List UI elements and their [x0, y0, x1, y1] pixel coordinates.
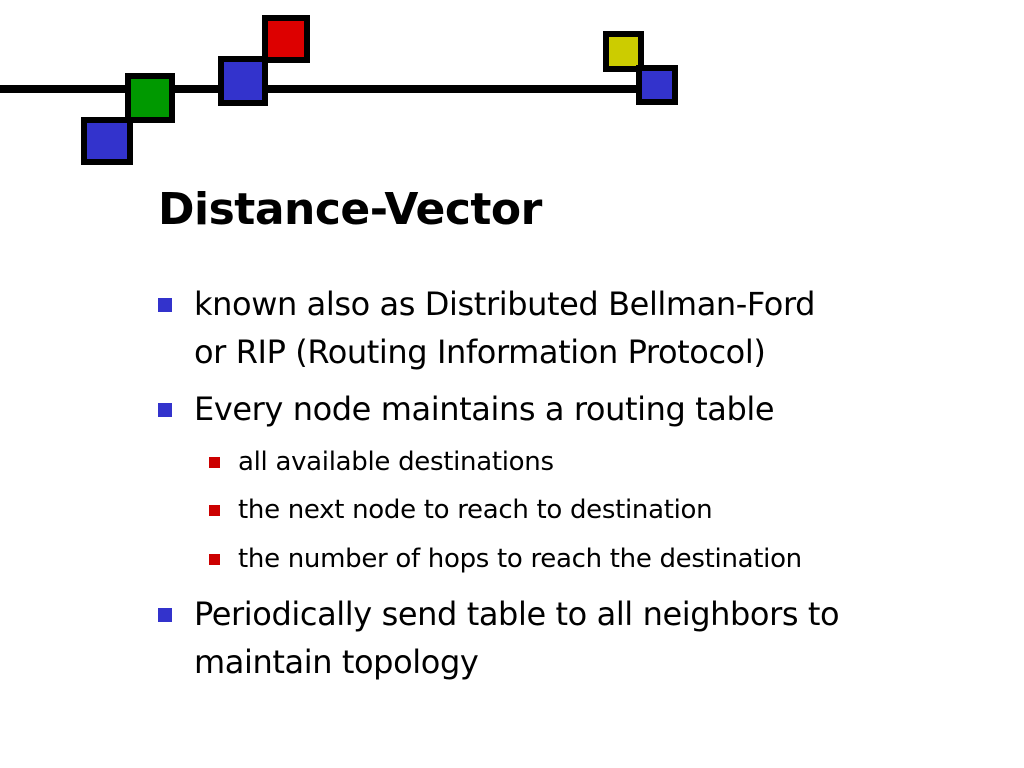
bullet-text-line: Periodically send table to all neighbors…	[194, 595, 840, 633]
decoration-square-red	[262, 15, 310, 63]
bullet-text-line: or RIP (Routing Information Protocol)	[194, 333, 766, 371]
square-bullet-icon	[158, 403, 172, 417]
decoration-square-blue-upper	[218, 56, 268, 106]
decoration-square-green	[125, 73, 175, 123]
sub-bullet-item: the number of hops to reach the destinat…	[209, 539, 802, 579]
bullet-item: Periodically send table to all neighbors…	[158, 590, 840, 686]
bullet-text-line: Every node maintains a routing table	[194, 390, 775, 428]
bullet-text-line: maintain topology	[194, 643, 479, 681]
bullet-item: known also as Distributed Bellman-Ford o…	[158, 280, 816, 376]
bullet-item: Every node maintains a routing table	[158, 385, 775, 433]
decoration-line-main	[0, 85, 660, 93]
square-bullet-icon	[209, 505, 220, 516]
bullet-text-line: the next node to reach to destination	[238, 495, 713, 525]
square-bullet-icon	[209, 554, 220, 565]
square-bullet-icon	[209, 457, 220, 468]
sub-bullet-item: the next node to reach to destination	[209, 490, 713, 530]
bullet-text-line: known also as Distributed Bellman-Ford	[194, 285, 816, 323]
bullet-text-line: the number of hops to reach the destinat…	[238, 544, 802, 574]
slide-title: Distance-Vector	[158, 184, 542, 235]
square-bullet-icon	[158, 608, 172, 622]
decoration-square-blue-lower	[81, 117, 133, 165]
square-bullet-icon	[158, 298, 172, 312]
bullet-text-line: all available destinations	[238, 447, 554, 477]
decoration-square-blue-right	[636, 65, 678, 105]
sub-bullet-item: all available destinations	[209, 442, 554, 482]
